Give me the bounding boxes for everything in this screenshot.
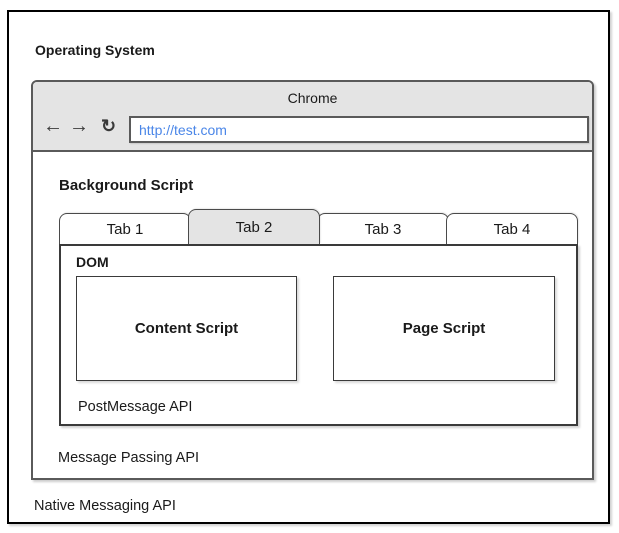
tab-3-label: Tab 3 — [364, 220, 402, 238]
tab-1[interactable]: Tab 1 — [59, 213, 191, 244]
forward-arrow-icon[interactable]: → — [69, 115, 89, 137]
chrome-title: Chrome — [287, 90, 338, 106]
operating-system-box: Operating System Chrome ← → ↻ Background… — [7, 10, 610, 524]
tab-content-panel: DOM Content Script Page Script PostMessa… — [59, 244, 578, 426]
chrome-title-bar: Chrome ← → ↻ — [33, 82, 592, 152]
back-arrow-icon[interactable]: ← — [43, 115, 63, 137]
postmessage-api-label: PostMessage API — [78, 399, 193, 415]
content-script-box: Content Script — [76, 276, 297, 381]
tab-4[interactable]: Tab 4 — [446, 213, 578, 244]
tab-4-label: Tab 4 — [493, 220, 531, 238]
url-address-input[interactable] — [129, 116, 589, 143]
browser-nav-controls: ← → ↻ — [43, 113, 116, 139]
tab-2-label: Tab 2 — [235, 218, 273, 236]
chrome-browser-window: Chrome ← → ↻ Background Script Tab 1 Tab… — [31, 80, 594, 480]
native-messaging-api-label: Native Messaging API — [34, 498, 176, 514]
tab-1-label: Tab 1 — [106, 220, 144, 238]
page-script-box: Page Script — [333, 276, 555, 381]
tab-3[interactable]: Tab 3 — [317, 213, 449, 244]
tab-2-active[interactable]: Tab 2 — [188, 209, 320, 244]
refresh-icon[interactable]: ↻ — [101, 116, 117, 136]
dom-label: DOM — [76, 254, 109, 270]
operating-system-label: Operating System — [35, 42, 155, 58]
page-script-label: Page Script — [402, 320, 486, 337]
background-script-label: Background Script — [59, 177, 194, 194]
content-script-label: Content Script — [134, 320, 239, 337]
message-passing-api-label: Message Passing API — [58, 450, 200, 466]
